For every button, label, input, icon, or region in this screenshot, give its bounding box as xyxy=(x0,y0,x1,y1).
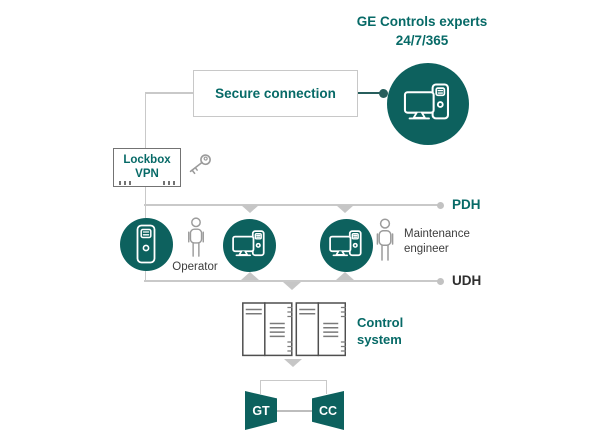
udh-bus-line xyxy=(144,280,438,282)
udh-arrow-engineer-station-icon xyxy=(336,272,354,280)
turbine-bracket-line xyxy=(260,380,327,394)
udh-arrow-operator-station-icon xyxy=(241,272,259,280)
workstation-icon xyxy=(403,83,453,125)
workstation-icon xyxy=(328,230,364,260)
combined-cycle-shape: CC xyxy=(312,391,344,430)
secure-connection-line-left xyxy=(145,92,193,94)
person-icon xyxy=(185,217,207,259)
udh-end-dot xyxy=(437,277,444,285)
key-icon xyxy=(183,148,217,180)
maintenance-engineer-label: Maintenance engineer xyxy=(404,227,470,257)
vpn-vertical-line xyxy=(144,93,147,281)
control-system-label-line1: Control xyxy=(357,315,404,330)
operator-label: Operator xyxy=(172,261,218,273)
udh-label: UDH xyxy=(452,273,482,288)
pdh-arrow-operator-station-icon xyxy=(241,205,259,213)
control-system-label: Control system xyxy=(357,314,403,348)
pdh-bus-line xyxy=(144,204,438,206)
server-cabinets-icon xyxy=(242,302,346,357)
lockbox-vpn-box: Lockbox VPN xyxy=(113,148,181,187)
cc-label: CC xyxy=(318,403,338,418)
pdh-arrow-engineer-station-icon xyxy=(336,205,354,213)
person-icon xyxy=(374,218,396,262)
secure-connection-line-right xyxy=(356,92,382,94)
port-tick xyxy=(168,181,170,185)
gt-label: GT xyxy=(252,403,270,418)
secure-connection-label: Secure connection xyxy=(215,86,336,101)
port-tick xyxy=(173,181,175,185)
port-tick xyxy=(163,181,165,185)
maintenance-label-line2: engineer xyxy=(404,243,449,255)
lockbox-label-line1: Lockbox xyxy=(123,154,171,166)
workstation-icon xyxy=(231,230,267,260)
server-tower-icon xyxy=(133,224,159,264)
engineer-station-circle xyxy=(319,218,373,272)
port-tick xyxy=(119,181,121,185)
experts-title: GE Controls experts 24/7/365 xyxy=(322,12,522,50)
pdh-label: PDH xyxy=(452,197,481,212)
pdh-end-dot xyxy=(437,201,444,209)
experts-circle xyxy=(387,63,469,145)
port-tick xyxy=(124,181,126,185)
port-tick xyxy=(129,181,131,185)
expert-link-dot xyxy=(378,88,388,98)
lockbox-vpn-label: Lockbox VPN xyxy=(123,154,170,181)
gas-turbine-shape: GT xyxy=(245,391,277,430)
maintenance-label-line1: Maintenance xyxy=(404,228,470,240)
gt-cc-link-line xyxy=(277,410,312,412)
operator-station-circle xyxy=(222,218,276,272)
secure-connection-box: Secure connection xyxy=(193,70,358,117)
control-system-down-arrow-icon xyxy=(284,359,302,367)
udh-arrow-control-system-icon xyxy=(283,282,301,290)
server-circle xyxy=(119,217,173,271)
experts-title-line2: 24/7/365 xyxy=(395,33,449,48)
experts-title-line1: GE Controls experts xyxy=(356,14,488,29)
control-system-label-line2: system xyxy=(357,332,402,347)
lockbox-label-line2: VPN xyxy=(135,167,159,180)
